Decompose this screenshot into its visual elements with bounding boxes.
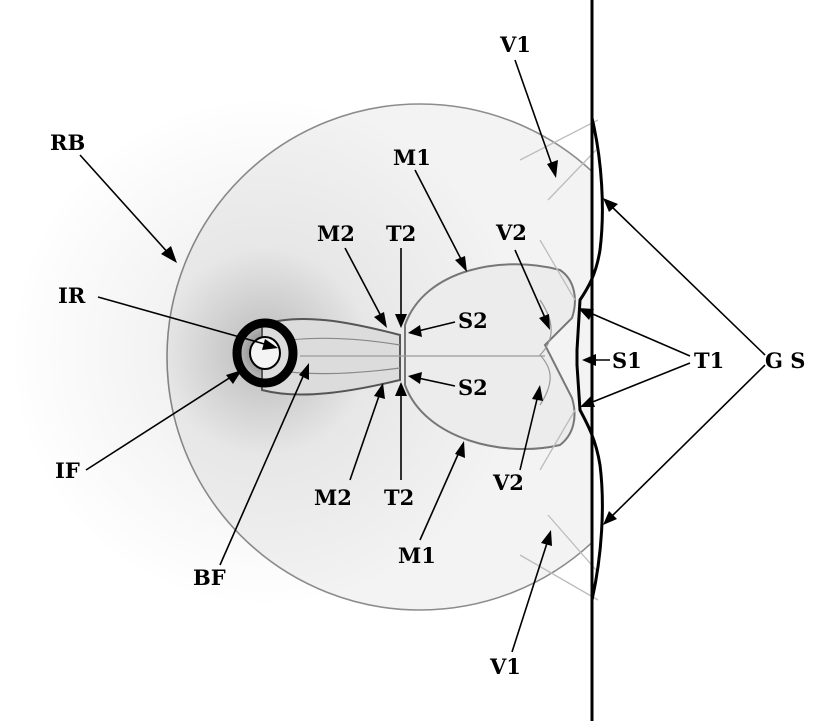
label-rb: RB	[50, 130, 85, 155]
mach-stem-bubble	[404, 263, 576, 451]
annotation-arrows	[79, 59, 766, 653]
label-m2-bottom: M2	[314, 485, 352, 510]
label-gs: G S	[765, 348, 805, 373]
bubble-jet	[261, 317, 545, 396]
label-m2-top: M2	[317, 221, 355, 246]
label-s2-bottom: S2	[458, 375, 488, 400]
wall-reflected-shock	[575, 117, 604, 601]
label-t2-bottom: T2	[384, 485, 414, 510]
label-s2-top: S2	[458, 308, 488, 333]
label-m1-top: M1	[393, 145, 431, 170]
label-s1: S1	[612, 348, 642, 373]
label-t1: T1	[694, 348, 724, 373]
label-v1-top: V1	[499, 32, 531, 57]
slip-lines	[519, 119, 599, 601]
label-m1-bottom: M1	[398, 543, 436, 568]
label-if: IF	[55, 458, 80, 483]
label-ir: IR	[58, 283, 86, 308]
label-v2-top: V2	[495, 220, 527, 245]
label-v2-bottom: V2	[492, 470, 524, 495]
label-t2-top: T2	[386, 221, 416, 246]
label-v1-bottom: V1	[489, 654, 521, 679]
label-bf: BF	[193, 565, 226, 590]
